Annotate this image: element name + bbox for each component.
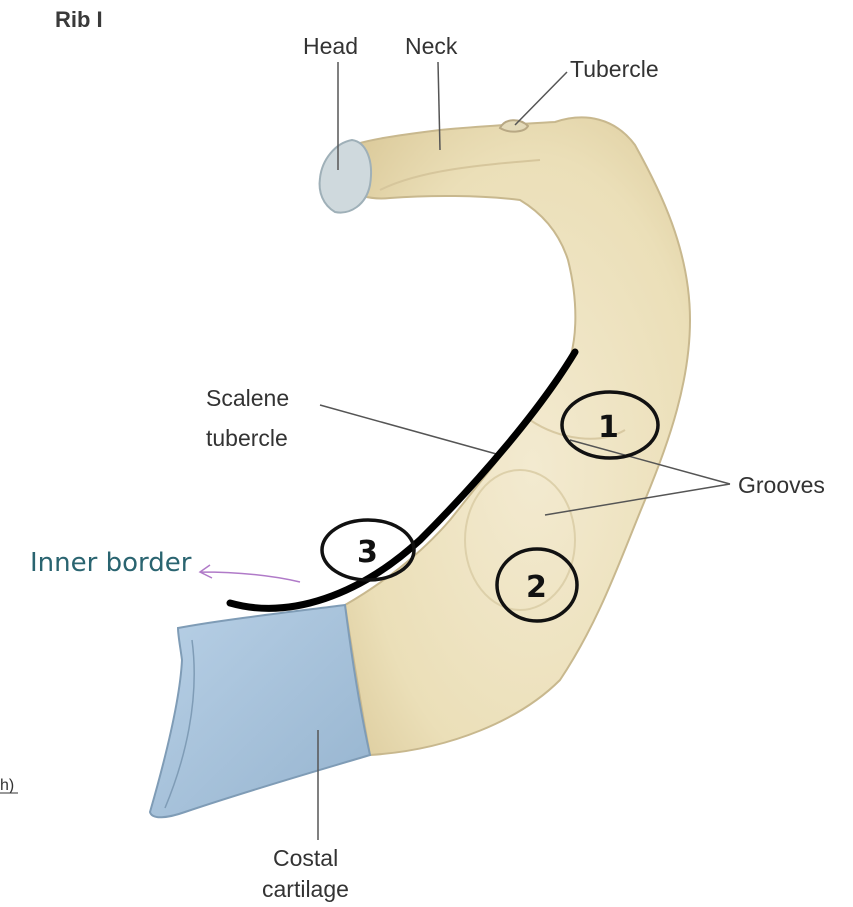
label-head: Head — [303, 33, 358, 59]
inner-border-arrow — [200, 565, 300, 582]
label-scalene-line1: Scalene — [206, 385, 289, 411]
edge-fragment-text: h) — [0, 777, 14, 794]
costal-cartilage — [150, 605, 370, 817]
label-costal-line1: Costal — [273, 845, 338, 871]
leader-scalene — [320, 405, 500, 455]
label-costal-line2: cartilage — [262, 876, 349, 902]
label-grooves: Grooves — [738, 472, 825, 498]
label-tubercle: Tubercle — [570, 56, 659, 82]
rib-tubercle — [500, 120, 528, 131]
label-scalene-line2: tubercle — [206, 425, 288, 451]
rib-head — [320, 140, 371, 213]
marker-1-number: 1 — [598, 410, 619, 445]
marker-3-number: 3 — [357, 535, 378, 570]
diagram-title: Rib I — [55, 7, 103, 32]
label-neck: Neck — [405, 33, 458, 59]
marker-2-number: 2 — [526, 570, 547, 605]
leader-tubercle — [515, 72, 567, 125]
inner-border-note: Inner border — [30, 548, 192, 578]
